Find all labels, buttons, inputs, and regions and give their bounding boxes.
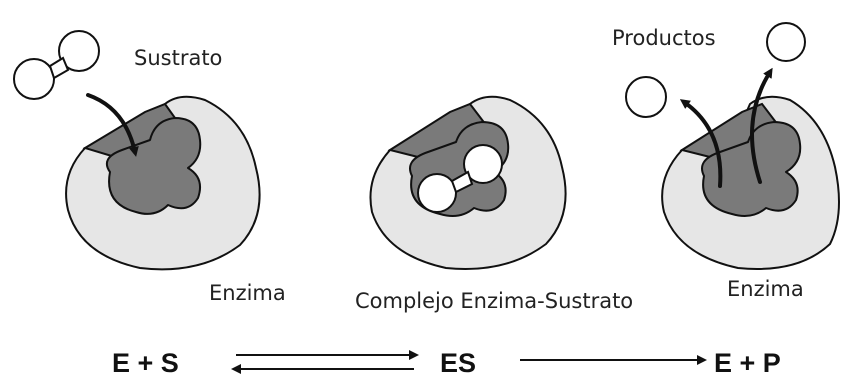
- substrate-circle-a: [13, 58, 55, 100]
- product-circle-b: [766, 22, 806, 62]
- equation-complex: ES: [440, 348, 476, 378]
- enzyme-substrate-complex: [369, 95, 567, 270]
- bound-substrate-circle-b: [463, 144, 503, 184]
- enzyme-free-left: [65, 95, 261, 271]
- enzyme-free-right: [661, 95, 840, 270]
- substrate-molecule: [13, 30, 100, 100]
- substrate-bond: [48, 56, 70, 80]
- product-release-arrow-left: [679, 99, 723, 188]
- enzima-label-left: Enzima: [209, 281, 286, 305]
- substrate-circle-b: [58, 30, 100, 72]
- complejo-label: Complejo Enzima-Sustrato: [355, 289, 633, 313]
- active-site: [106, 117, 202, 215]
- binding-arrow: [86, 93, 139, 157]
- sustrato-label: Sustrato: [134, 46, 222, 70]
- equation-products: E + P: [714, 348, 781, 378]
- bound-substrate-bond: [450, 170, 474, 194]
- reaction-equation: E + S ES E + P: [112, 348, 781, 378]
- product-release-arrow-right: [750, 67, 773, 184]
- equation-reactants: E + S: [112, 348, 179, 378]
- enzima-label-right: Enzima: [727, 277, 804, 301]
- bound-substrate-circle-a: [417, 173, 457, 213]
- product-circle-a: [625, 76, 667, 118]
- productos-label: Productos: [612, 26, 716, 50]
